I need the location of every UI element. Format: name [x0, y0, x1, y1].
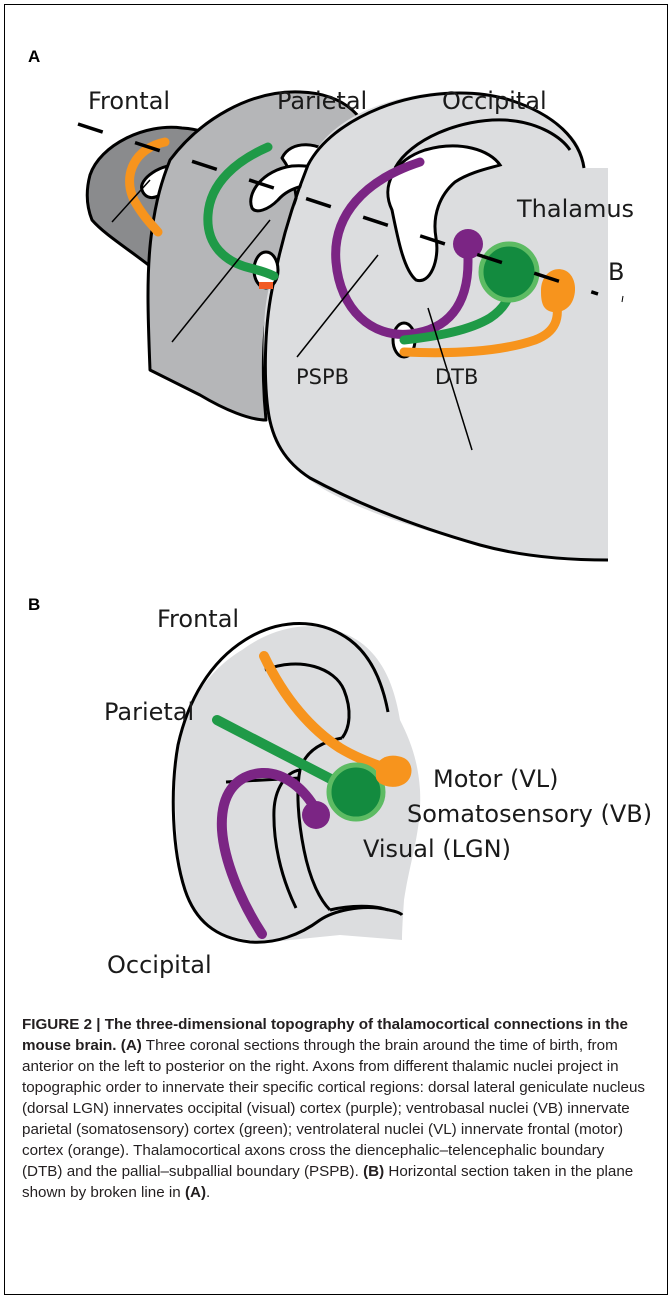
figure-illustration: A Frontal Parietal Occipital Thalamus B … — [0, 0, 671, 1000]
label-b-occipital: Occipital — [107, 951, 212, 979]
label-b-parietal: Parietal — [104, 698, 194, 726]
label-motor-vl: Motor (VL) — [433, 765, 559, 793]
label-visual-lgn: Visual (LGN) — [363, 835, 511, 863]
caption-end: . — [206, 1184, 210, 1201]
lgn-nucleus-b — [302, 801, 330, 829]
label-a-occipital: Occipital — [442, 87, 547, 115]
caption-a-ref: (A) — [121, 1037, 142, 1054]
vb-nucleus-b — [329, 765, 383, 819]
b-marker-tick — [622, 296, 623, 302]
vl-nucleus-b — [376, 756, 412, 787]
figure-caption: FIGURE 2 | The three-dimensional topogra… — [22, 1014, 648, 1203]
parietal-capsule-orange-mark — [259, 282, 273, 289]
vb-nucleus-a — [481, 244, 537, 300]
panel-b-label: B — [28, 595, 40, 614]
label-pspb: PSPB — [296, 365, 349, 389]
label-somatosensory-vb: Somatosensory (VB) — [407, 800, 652, 828]
label-thalamus: Thalamus — [516, 195, 634, 223]
caption-b-ref-a: (A) — [185, 1184, 206, 1201]
caption-b-ref: (B) — [363, 1163, 384, 1180]
label-b-frontal: Frontal — [157, 605, 239, 633]
label-b-marker: B — [608, 258, 624, 286]
label-a-parietal: Parietal — [277, 87, 367, 115]
panel-a-label: A — [28, 47, 40, 66]
label-a-frontal: Frontal — [88, 87, 170, 115]
label-dtb: DTB — [435, 365, 478, 389]
caption-a-text: Three coronal sections through the brain… — [22, 1037, 645, 1180]
